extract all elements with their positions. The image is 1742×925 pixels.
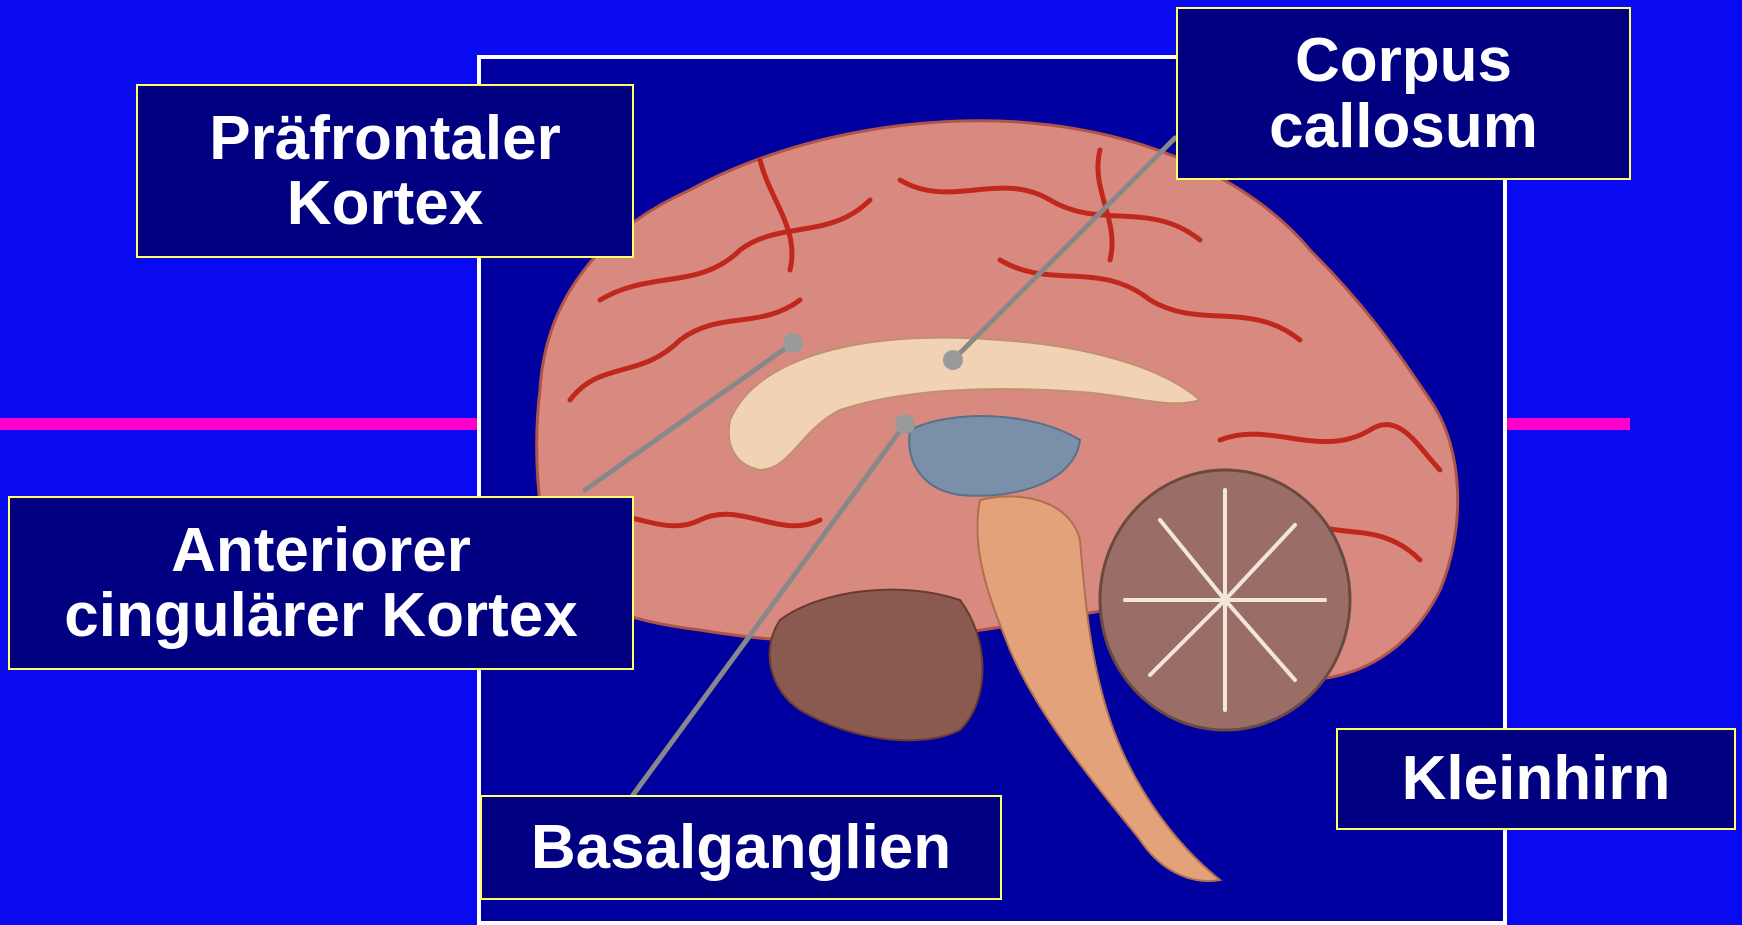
label-cerebellum-line1: Kleinhirn (1402, 746, 1671, 811)
label-anterior-line1: Anteriorer (171, 518, 471, 583)
pointer-dot-corpus-callosum (943, 350, 963, 370)
label-anterior-line2: cingulärer Kortex (64, 583, 577, 648)
temporal-lobe-shape (770, 590, 983, 741)
label-corpus-line2: callosum (1269, 94, 1538, 159)
label-corpus-callosum: Corpus callosum (1176, 7, 1631, 180)
label-basal-ganglia: Basalganglien (480, 795, 1002, 900)
pointer-dot-anterior-cingulate (783, 333, 803, 353)
label-prefrontal-line2: Kortex (287, 171, 483, 236)
label-prefrontal-line1: Präfrontaler (209, 106, 560, 171)
label-corpus-line1: Corpus (1295, 28, 1512, 93)
label-cerebellum: Kleinhirn (1336, 728, 1736, 830)
label-prefrontal-cortex: Präfrontaler Kortex (136, 84, 634, 258)
label-anterior-cingulate-cortex: Anteriorer cingulärer Kortex (8, 496, 634, 670)
label-basal-line1: Basalganglien (531, 815, 951, 880)
pointer-dot-basal-ganglia (895, 414, 915, 434)
